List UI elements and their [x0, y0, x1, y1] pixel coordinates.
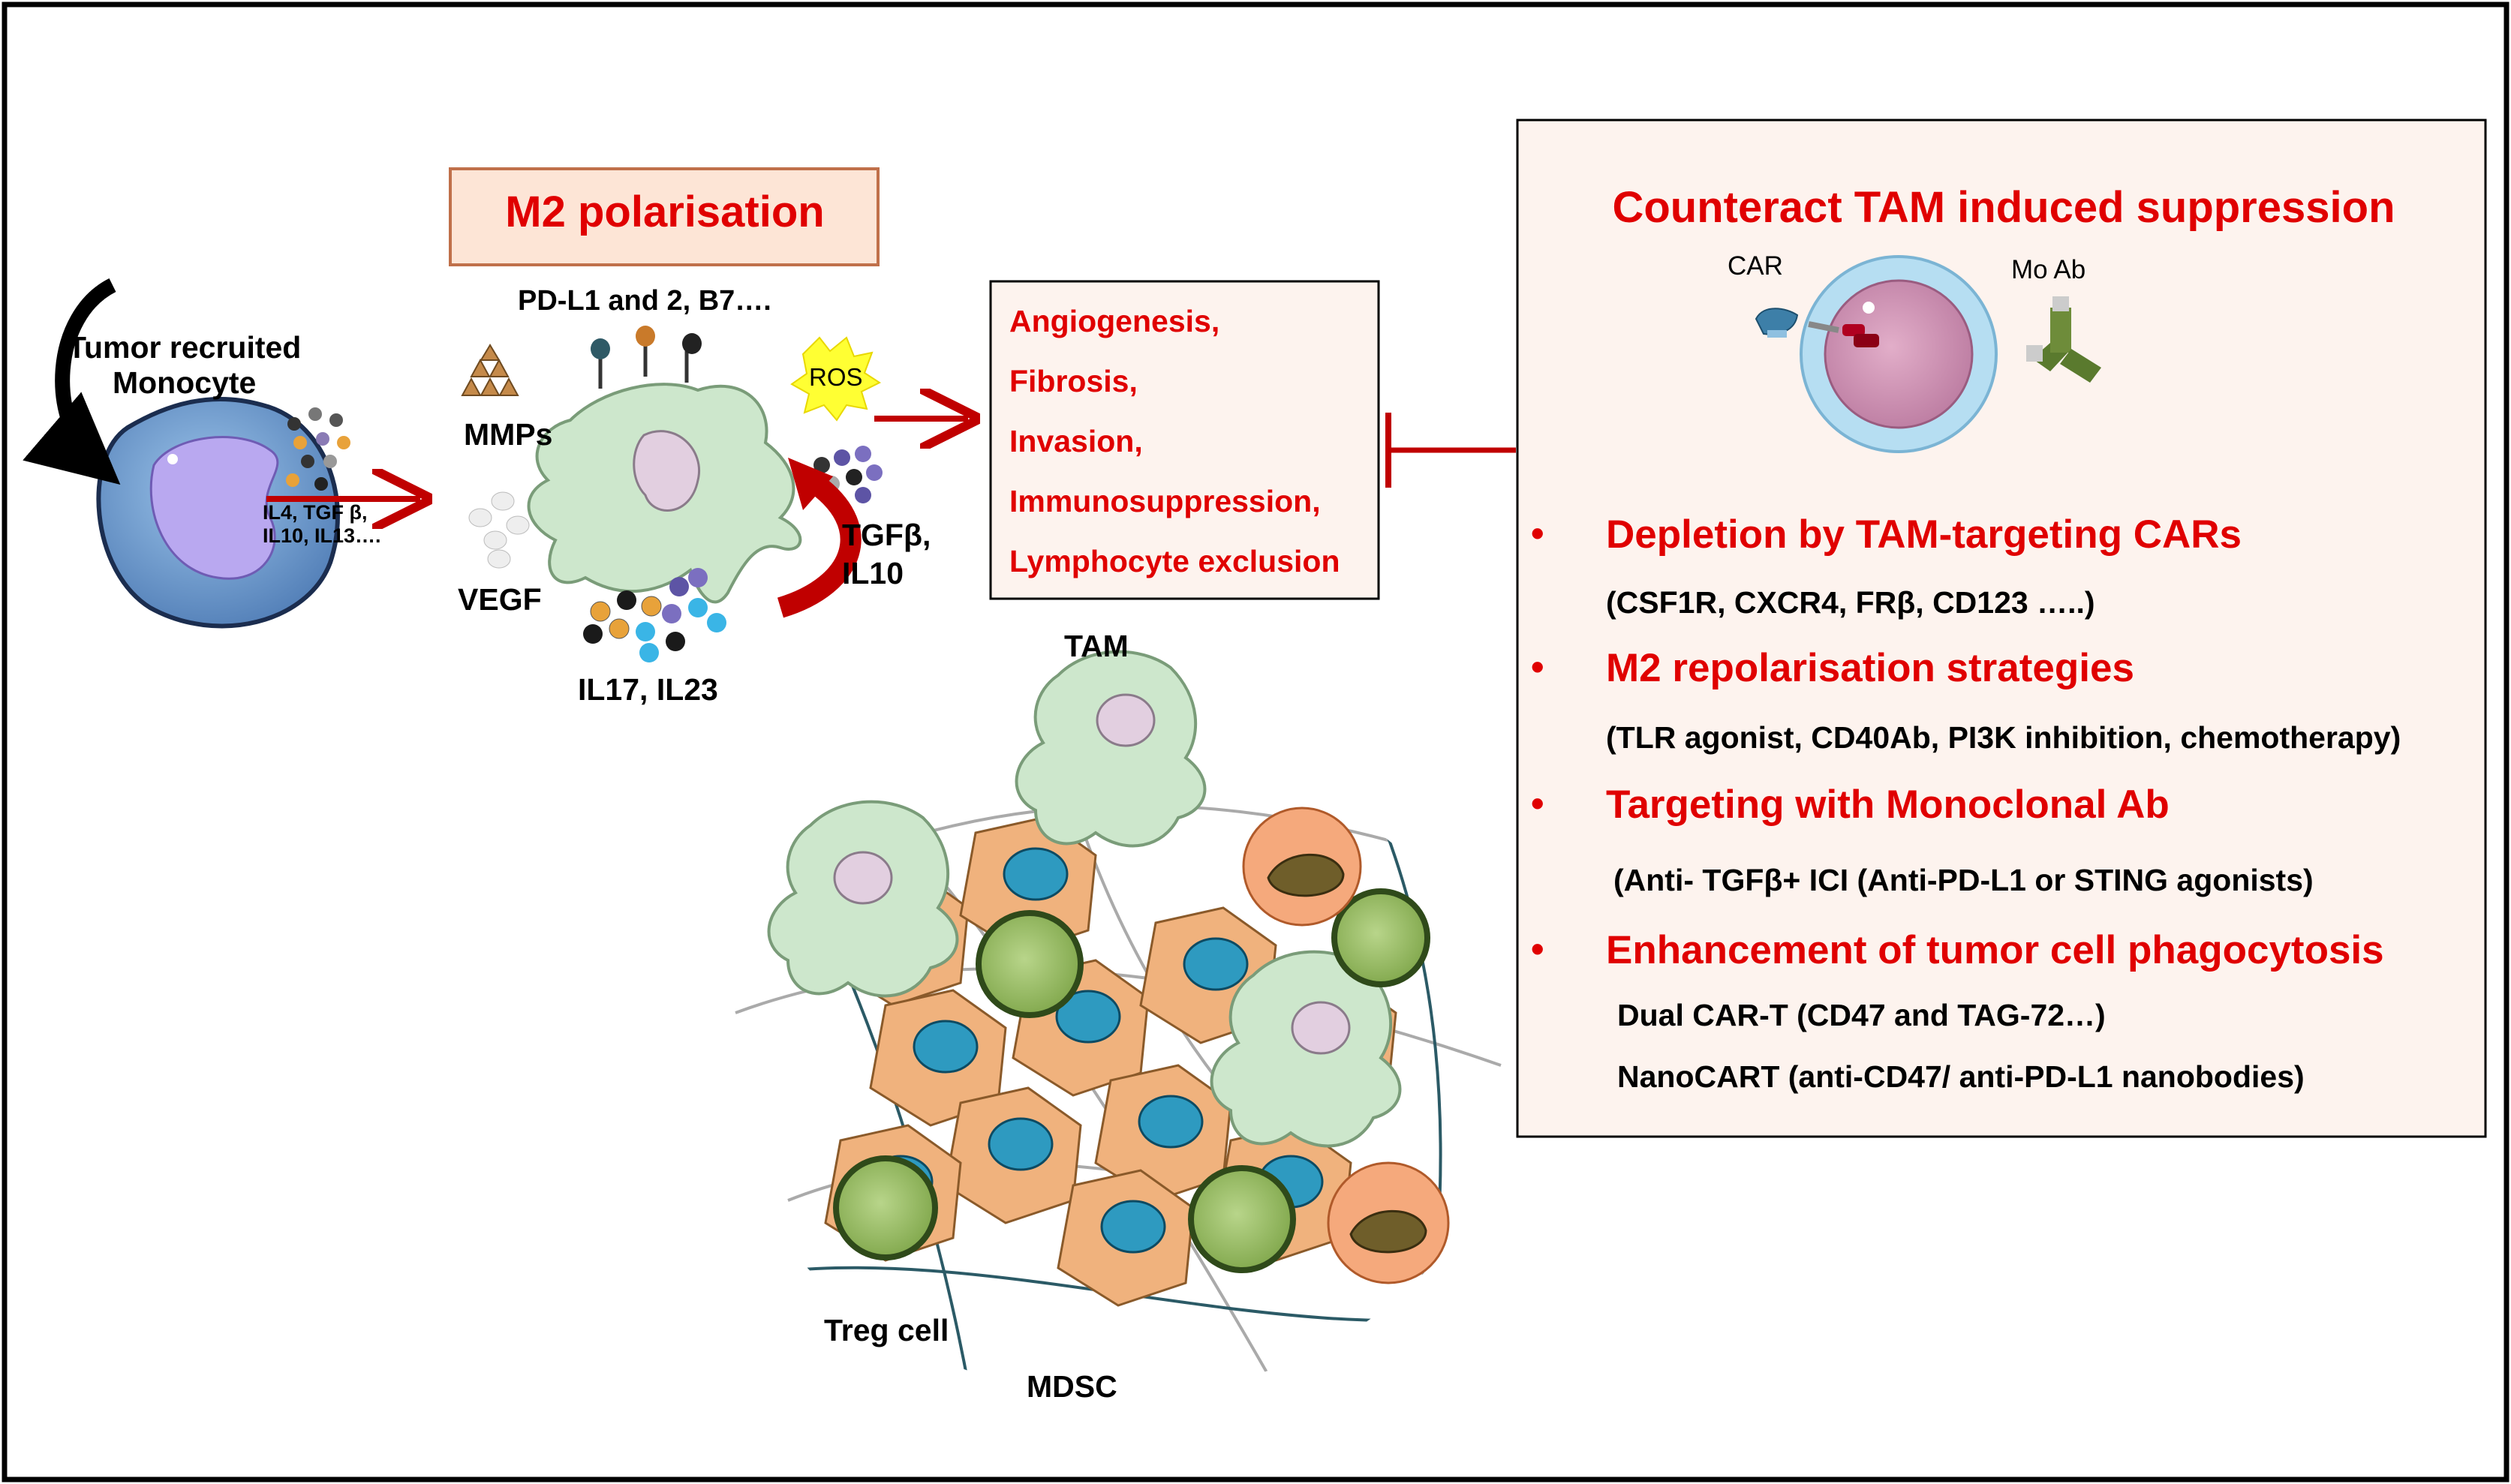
effects-box: [989, 280, 1380, 600]
m2-macrophage: [527, 326, 802, 604]
tam-cell: [1015, 650, 1207, 848]
strategy-detail: Dual CAR-T (CD47 and TAG-72…): [1617, 998, 2106, 1032]
monocyte-cytokines-label: IL4, TGF β, IL10, IL13….: [263, 501, 381, 548]
treg-cell-label: Treg cell: [824, 1313, 949, 1347]
strategy-heading: Targeting with Monoclonal Ab: [1606, 783, 2170, 827]
effect-item: Fibrosis,: [1009, 364, 1138, 398]
mmp-triangles: [461, 344, 519, 396]
car-t-cell: [1755, 255, 1998, 453]
treg-cell: [1331, 888, 1430, 987]
il17-il23-label: IL17, IL23: [578, 672, 718, 707]
tgfb-particles: [813, 446, 883, 503]
counteract-box: [1516, 119, 2487, 1138]
strategy-heading: Depletion by TAM-targeting CARs: [1606, 512, 2242, 557]
tgfb-il10-label: TGFβ, IL10: [842, 518, 931, 591]
moab-label: Mo Ab: [2011, 255, 2086, 284]
treg-cell: [976, 910, 1084, 1018]
strategy-heading: M2 repolarisation strategies: [1606, 646, 2134, 690]
treg-cells: [833, 888, 1430, 1273]
strategy-heading: Enhancement of tumor cell phagocytosis: [1606, 928, 2384, 972]
strategy-bullet: •: [1531, 512, 1544, 554]
strategy-bullet: •: [1531, 928, 1544, 970]
m2-polarisation-title: M2 polarisation: [505, 188, 825, 236]
m2-title-box: [449, 167, 880, 266]
strategy-detail: NanoCART (anti-CD47/ anti-PD-L1 nanobodi…: [1617, 1059, 2305, 1094]
mmps-label: MMPs: [464, 417, 553, 452]
monocyte-label: Tumor recruited Monocyte: [68, 330, 302, 401]
mdsc-label: MDSC: [1027, 1369, 1117, 1404]
recruitment-arrow: [23, 278, 121, 485]
vegf-particles: [468, 491, 530, 569]
effect-item: Invasion,: [1009, 424, 1143, 458]
vegf-label: VEGF: [458, 582, 542, 617]
strategy-bullet: •: [1531, 646, 1544, 688]
effect-item: Immunosuppression,: [1009, 484, 1321, 518]
counteract-title: Counteract TAM induced suppression: [1612, 183, 2395, 232]
monocyte-cell: [96, 396, 340, 629]
strategy-detail: (CSF1R, CXCR4, FRβ, CD123 …..): [1606, 585, 2095, 620]
effect-item: Lymphocyte exclusion: [1009, 544, 1340, 578]
ros-label: ROS: [809, 363, 863, 391]
tam-label: TAM: [1064, 629, 1129, 663]
strategy-detail: (TLR agonist, CD40Ab, PI3K inhibition, c…: [1606, 720, 2401, 755]
ros-burst: [790, 336, 882, 422]
cytokine-particles-1: [286, 407, 350, 491]
treg-cell: [833, 1155, 938, 1260]
autocrine-arrow: [777, 471, 862, 618]
effects-list: Angiogenesis, Fibrosis, Invasion, Immuno…: [1009, 291, 1377, 591]
monoclonal-antibody: [2026, 296, 2101, 383]
checkpoint-markers-label: PD-L1 and 2, B7….: [518, 285, 771, 317]
strategy-bullet: •: [1531, 783, 1544, 825]
tam-nuclei: [833, 693, 1351, 1055]
strategy-detail: (Anti- TGFβ+ ICI (Anti-PD-L1 or STING ag…: [1613, 863, 2314, 897]
mdsc-nuclei: [1267, 853, 1427, 1254]
treg-cell: [1188, 1165, 1296, 1273]
effect-item: Angiogenesis,: [1009, 304, 1220, 338]
il17-particles: [583, 568, 726, 662]
car-label: CAR: [1728, 251, 1783, 281]
